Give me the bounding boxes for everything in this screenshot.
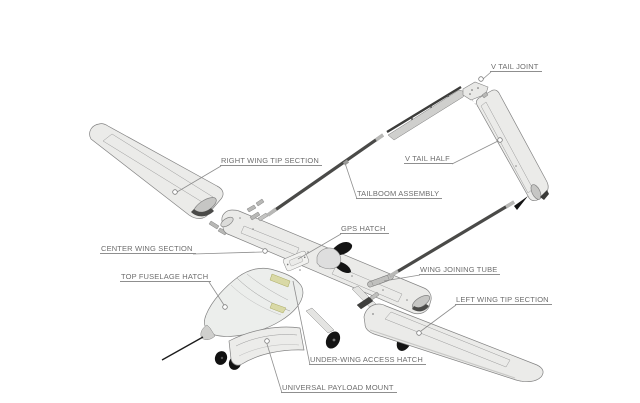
callout-center-wing-section: CENTER WING SECTION bbox=[100, 244, 196, 254]
callout-left-wing-tip-section: LEFT WING TIP SECTION bbox=[455, 295, 552, 305]
pitot-tube bbox=[161, 336, 204, 361]
callout-tailboom-assembly: TAILBOOM ASSEMBLY bbox=[356, 189, 443, 199]
callout-right-wing-tip-section: RIGHT WING TIP SECTION bbox=[220, 156, 322, 166]
callout-v-tail-half: V TAIL HALF bbox=[404, 154, 453, 164]
callout-universal-payload-mount: UNIVERSAL PAYLOAD MOUNT bbox=[281, 383, 397, 393]
right-wing-tip-section-part bbox=[89, 123, 228, 236]
pusher-propeller bbox=[316, 241, 353, 274]
hatch-highlight-patches bbox=[269, 273, 291, 314]
wing-joining-pins bbox=[246, 198, 265, 221]
callout-gps-hatch: GPS HATCH bbox=[340, 224, 389, 234]
v-tail-half-part bbox=[476, 89, 549, 202]
universal-payload-mount-part bbox=[228, 326, 305, 366]
leader-lines bbox=[176, 71, 499, 394]
fuselage-pod bbox=[161, 267, 304, 361]
callout-v-tail-joint: V TAIL JOINT bbox=[490, 62, 542, 72]
callout-wing-joining-tube: WING JOINING TUBE bbox=[419, 265, 501, 275]
callout-under-wing-access-hatch: UNDER-WING ACCESS HATCH bbox=[309, 355, 426, 365]
left-wing-tip-section-part bbox=[363, 303, 544, 383]
callout-top-fuselage-hatch: TOP FUSELAGE HATCH bbox=[120, 272, 212, 282]
part-markers bbox=[172, 76, 503, 344]
left-tailboom bbox=[356, 196, 528, 310]
